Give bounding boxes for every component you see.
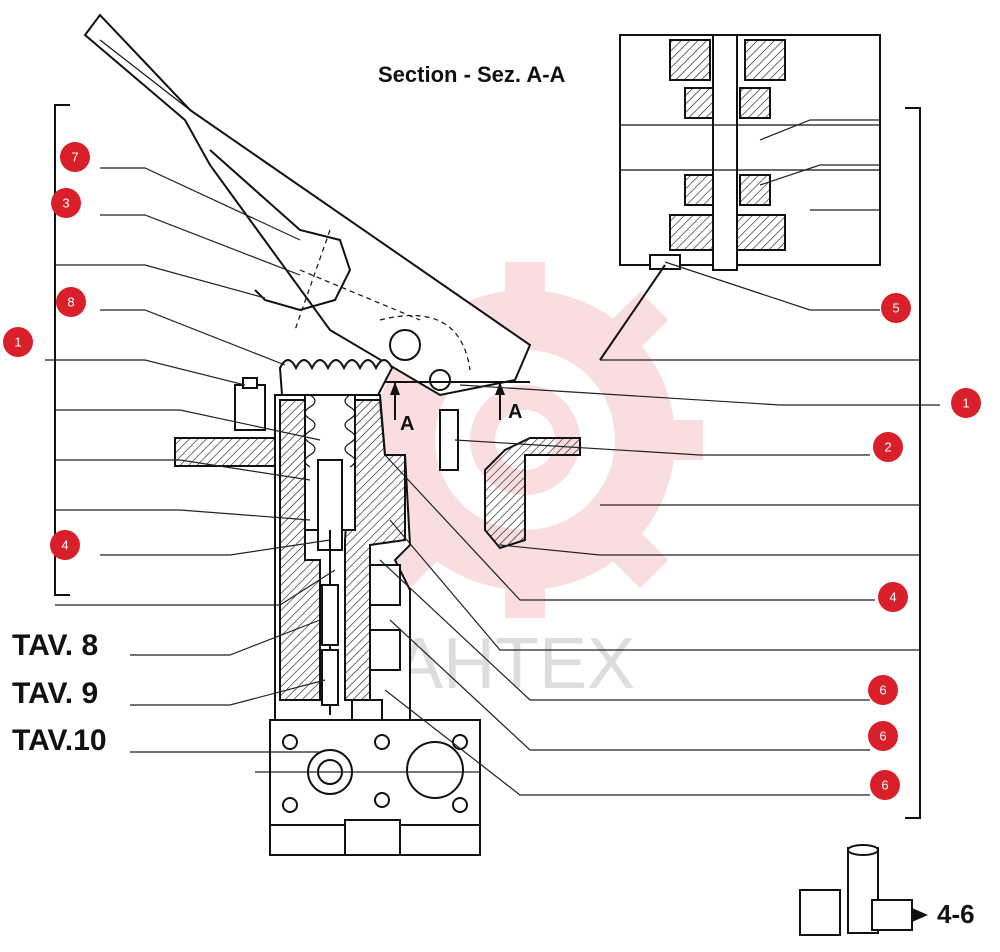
callout-8-left[interactable]: 8: [56, 287, 86, 317]
callout-markers: 7 3 8 1 4 5 1 2: [3, 142, 981, 800]
callout-6-right-a[interactable]: 6: [868, 675, 898, 705]
table-ref-10: TAV.10: [12, 724, 107, 757]
valve-body: [174, 359, 581, 856]
leader-lines-right: [379, 119, 940, 796]
svg-text:6: 6: [881, 778, 888, 793]
left-bracket: [54, 104, 70, 596]
callout-6-right-b[interactable]: 6: [868, 721, 898, 751]
svg-text:8: 8: [67, 295, 74, 310]
leader-lines-left: [45, 167, 480, 773]
section-mark-a-right: A: [508, 401, 522, 423]
callout-1-left[interactable]: 1: [3, 327, 33, 357]
table-ref-9: TAV. 9: [12, 677, 98, 710]
svg-text:4: 4: [889, 590, 896, 605]
callout-4-left[interactable]: 4: [50, 530, 80, 560]
svg-text:1: 1: [14, 335, 21, 350]
section-mark-a-left: A: [400, 413, 414, 435]
callout-3-left[interactable]: 3: [51, 188, 81, 218]
svg-text:2: 2: [884, 440, 891, 455]
svg-text:3: 3: [62, 196, 69, 211]
svg-text:6: 6: [879, 683, 886, 698]
svg-text:6: 6: [879, 729, 886, 744]
callout-6-right-c[interactable]: 6: [870, 770, 900, 800]
table-ref-8: TAV. 8: [12, 629, 98, 662]
callout-2-right[interactable]: 2: [873, 432, 903, 462]
svg-text:5: 5: [892, 301, 899, 316]
svg-text:7: 7: [71, 150, 78, 165]
callout-1-right[interactable]: 1: [951, 388, 981, 418]
right-bracket: [905, 107, 921, 819]
section-detail: [599, 34, 881, 361]
callout-5-right[interactable]: 5: [881, 293, 911, 323]
callout-7-left[interactable]: 7: [60, 142, 90, 172]
callout-4-right[interactable]: 4: [878, 582, 908, 612]
table-references: TAV. 8 TAV. 9 TAV.10: [12, 629, 107, 757]
parts-icon: [799, 844, 928, 936]
pedal-lever: [83, 13, 532, 397]
svg-text:4: 4: [61, 538, 68, 553]
svg-text:1: 1: [962, 396, 969, 411]
page-number: 4-6: [937, 899, 975, 929]
watermark-text: AHTEX: [395, 624, 635, 704]
section-title: Section - Sez. A-A: [378, 62, 566, 87]
